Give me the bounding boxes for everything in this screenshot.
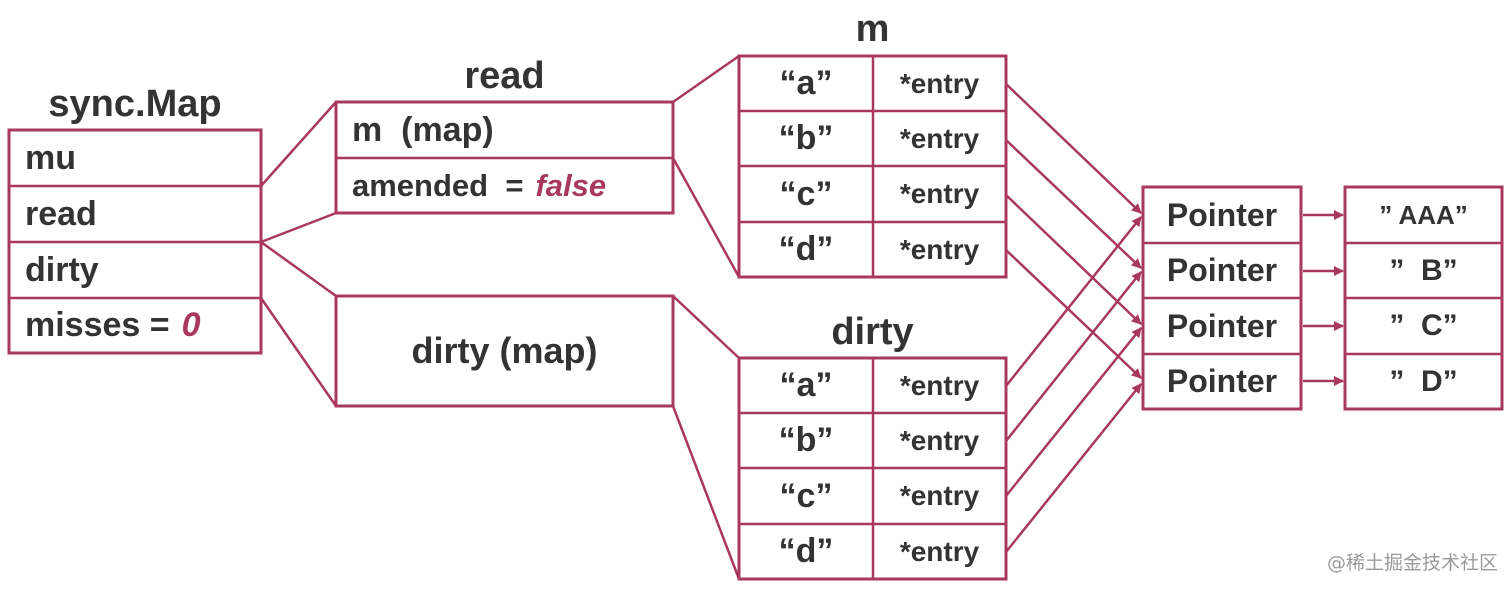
dirty-key-c: “c” [779, 476, 833, 515]
read-m-field: m (map) [352, 110, 494, 149]
dirty-map-box [334, 294, 675, 408]
field-misses: misses = 0 [9, 298, 261, 353]
entry-pointer-arrows [1005, 83, 1142, 553]
pointer-2: Pointer [1166, 252, 1278, 288]
misses-value: 0 [181, 306, 201, 344]
dirty-key-a: “a” [779, 366, 833, 404]
dirty-entry-c: *entry [899, 480, 980, 511]
m-entry-d: *entry [899, 233, 980, 265]
field-dirty: dirty [25, 250, 99, 289]
value-b: ” B” [1389, 253, 1458, 287]
pointer-4: Pointer [1166, 363, 1278, 399]
m-key-c: “c” [779, 174, 833, 213]
sync-map-title: sync.Map [48, 82, 222, 125]
field-read: read [25, 194, 97, 233]
amended-value: false [535, 167, 607, 203]
value-d: ” D” [1389, 364, 1458, 398]
pointer-1: Pointer [1166, 196, 1278, 233]
misses-label: misses = [25, 306, 170, 344]
m-entry-a: *entry [899, 67, 980, 99]
value-c: ” C” [1389, 309, 1458, 342]
m-key-a: “a” [779, 64, 833, 102]
dirty-key-b: “b” [778, 421, 834, 459]
m-entry-b: *entry [899, 122, 980, 154]
amended-label: amended = [352, 167, 524, 203]
dirty-key-d: “d” [778, 532, 834, 570]
field-mu: mu [25, 138, 76, 177]
dirty-map-table [737, 356, 1008, 581]
m-map-title: m [855, 7, 890, 50]
dirty-entry-d: *entry [899, 535, 980, 567]
watermark: @稀土掘金技术社区 [1326, 552, 1498, 574]
pointer-3: Pointer [1166, 307, 1278, 344]
dirty-entry-a: *entry [899, 369, 980, 401]
connector-lines [259, 54, 741, 580]
pointer-value-arrows [1303, 210, 1344, 386]
dirty-entry-b: *entry [899, 424, 980, 456]
value-column [1343, 185, 1504, 411]
sync-map-struct [7, 128, 263, 355]
read-amended-field: amended = false [336, 158, 673, 213]
read-struct [334, 100, 675, 215]
pointer-column [1141, 185, 1303, 411]
dirty-map-title: dirty [831, 310, 914, 353]
value-aaa: ” AAA” [1379, 199, 1468, 230]
dirty-map-label: dirty (map) [411, 330, 598, 371]
read-title: read [464, 54, 545, 97]
m-entry-c: *entry [899, 178, 980, 209]
m-map-table [737, 54, 1008, 279]
m-key-b: “b” [778, 119, 834, 157]
m-key-d: “d” [778, 230, 834, 268]
